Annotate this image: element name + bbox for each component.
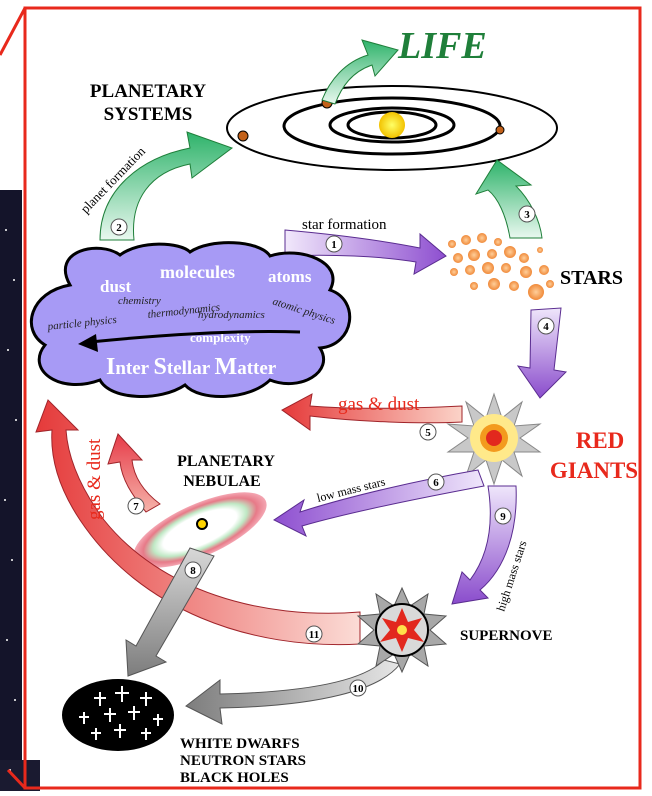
cloud-ism-label: Inter Stellar Matter (106, 354, 277, 380)
cloud-word-dust: dust (100, 277, 132, 296)
step-1-number: 1 (331, 239, 337, 251)
red-giants-label-1: RED (576, 428, 625, 453)
gas-dust-label-left: gas & dust (84, 438, 105, 520)
stars-to-planets-arrow (476, 160, 542, 238)
cloud-word-atoms: atoms (268, 267, 312, 286)
step-11-number: 11 (309, 629, 319, 641)
step-6-number: 6 (433, 477, 439, 489)
supernova-icon (358, 588, 446, 672)
step-2-number: 2 (116, 222, 122, 234)
step-5-number: 5 (425, 427, 431, 439)
cloud-science-chemistry: chemistry (118, 295, 161, 307)
remnants-label-2: NEUTRON STARS (180, 753, 306, 769)
red-frame (0, 8, 640, 788)
stars-label: STARS (560, 267, 623, 289)
life-arrow (322, 40, 398, 104)
supernove-label: SUPERNOVE (460, 628, 553, 644)
gas-dust-label-top: gas & dust (338, 394, 420, 415)
red-giants-label-2: GIANTS (550, 458, 638, 483)
planetary-systems-label-2: SYSTEMS (104, 104, 193, 125)
cloud-science-hydrodynamics: hydrodynamics (198, 309, 265, 321)
space-background (0, 190, 40, 791)
cloud-word-molecules: molecules (160, 262, 235, 282)
supernova-to-remnants-arrow (186, 660, 400, 724)
planetary-systems-label-1: PLANETARY (90, 81, 206, 102)
step-3-number: 3 (524, 209, 530, 221)
step-7-number: 7 (133, 501, 139, 513)
step-4-number: 4 (543, 321, 549, 333)
planet-icon (238, 131, 248, 141)
solar-system (227, 86, 557, 170)
planetary-nebulae-label-1: PLANETARY (177, 453, 275, 470)
stars-cluster-icon (448, 233, 554, 300)
step-8-number: 8 (190, 565, 196, 577)
stellar-remnants-icon (62, 679, 174, 751)
star-formation-label: star formation (302, 217, 387, 233)
planet-icon (496, 126, 504, 134)
interstellar-matter-cloud: dust molecules atoms chemistry thermodyn… (31, 243, 349, 397)
remnants-label-1: WHITE DWARFS (180, 736, 300, 752)
sun-icon (379, 112, 405, 138)
life-title: LIFE (397, 25, 487, 67)
planetary-nebulae-label-2: NEBULAE (183, 473, 260, 490)
step-10-number: 10 (353, 683, 365, 695)
step-9-number: 9 (500, 511, 506, 523)
remnants-label-3: BLACK HOLES (180, 770, 289, 786)
